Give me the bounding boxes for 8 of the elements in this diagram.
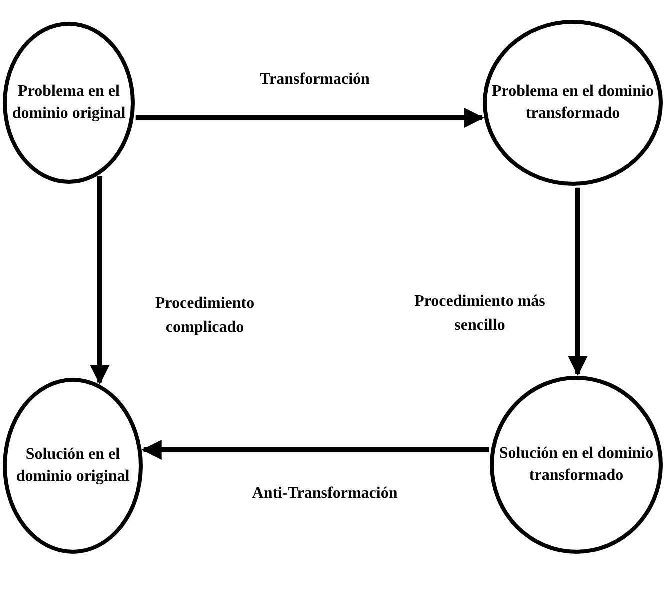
arrow [142,440,490,460]
arrow [136,108,484,128]
node-text: Solución en el dominio transformado [498,444,655,486]
arrow [90,176,110,385]
node-text: Solución en el dominio original [15,445,131,487]
node-text: Problema en el dominio original [11,82,127,124]
node-text: Problema en el dominio transformado [491,82,655,124]
arrow [568,188,588,376]
